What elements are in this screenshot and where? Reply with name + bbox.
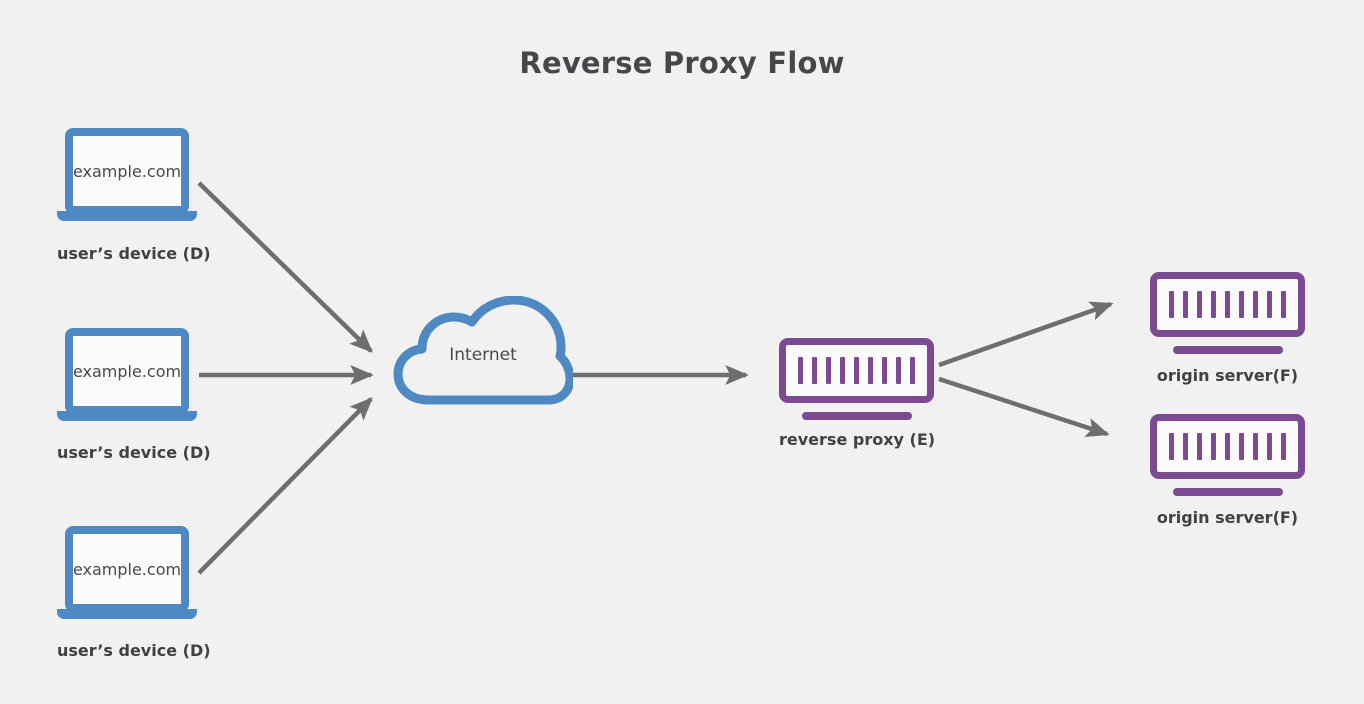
server-led <box>868 357 873 384</box>
server-led <box>826 357 831 384</box>
arrow-device1-to-internet <box>197 181 373 353</box>
server-icon <box>779 338 934 426</box>
server-led <box>882 357 887 384</box>
server-foot <box>802 412 912 420</box>
server-led <box>854 357 859 384</box>
server-body <box>1150 414 1305 479</box>
laptop-url-label: example.com <box>72 361 182 381</box>
server-led <box>896 357 901 384</box>
client-device-2-caption: user’s device (D) <box>57 443 211 462</box>
origin-server-2-caption: origin server(F) <box>1156 508 1299 527</box>
server-led <box>1169 291 1174 318</box>
server-led <box>798 357 803 384</box>
client-device-2[interactable]: example.com <box>57 328 197 428</box>
origin-server-2[interactable] <box>1150 414 1305 502</box>
server-led <box>1169 433 1174 460</box>
laptop-base <box>57 609 197 619</box>
laptop-screen: example.com <box>65 328 189 414</box>
server-body <box>779 338 934 403</box>
internet-cloud[interactable]: Internet <box>393 296 573 406</box>
client-device-1-caption: user’s device (D) <box>57 244 211 263</box>
page-title: Reverse Proxy Flow <box>519 46 845 80</box>
server-led <box>1267 433 1272 460</box>
laptop-url-label: example.com <box>72 161 182 181</box>
cloud-icon: Internet <box>393 296 573 406</box>
server-led <box>1183 433 1188 460</box>
server-led <box>840 357 845 384</box>
laptop-base <box>57 411 197 421</box>
server-led <box>1211 291 1216 318</box>
server-led <box>1253 433 1258 460</box>
laptop-screen: example.com <box>65 128 189 214</box>
reverse-proxy-caption: reverse proxy (E) <box>779 430 936 449</box>
arrow-device3-to-internet <box>197 397 373 575</box>
origin-server-1[interactable] <box>1150 272 1305 360</box>
server-led <box>1183 291 1188 318</box>
server-led <box>1225 291 1230 318</box>
laptop-url-label: example.com <box>72 559 182 579</box>
server-led <box>1253 291 1258 318</box>
server-led <box>1211 433 1216 460</box>
laptop-icon: example.com <box>57 526 197 626</box>
laptop-icon: example.com <box>57 328 197 428</box>
origin-server-1-caption: origin server(F) <box>1156 366 1299 385</box>
server-led <box>1281 433 1286 460</box>
server-led <box>910 357 915 384</box>
server-icon <box>1150 272 1305 360</box>
laptop-screen: example.com <box>65 526 189 612</box>
server-led <box>1281 291 1286 318</box>
server-body <box>1150 272 1305 337</box>
server-led <box>1225 433 1230 460</box>
server-icon <box>1150 414 1305 502</box>
server-led <box>1239 433 1244 460</box>
server-led <box>1197 291 1202 318</box>
server-foot <box>1173 346 1283 354</box>
client-device-3-caption: user’s device (D) <box>57 641 211 660</box>
internet-label: Internet <box>449 345 517 365</box>
arrow-proxy-to-origin2 <box>938 376 1110 437</box>
server-led <box>812 357 817 384</box>
laptop-base <box>57 211 197 221</box>
server-led <box>1239 291 1244 318</box>
server-foot <box>1173 488 1283 496</box>
client-device-1[interactable]: example.com <box>57 128 197 228</box>
client-device-3[interactable]: example.com <box>57 526 197 626</box>
server-led <box>1267 291 1272 318</box>
laptop-icon: example.com <box>57 128 197 228</box>
server-led <box>1197 433 1202 460</box>
reverse-proxy-node[interactable] <box>779 338 934 426</box>
arrow-proxy-to-origin1 <box>938 301 1114 368</box>
